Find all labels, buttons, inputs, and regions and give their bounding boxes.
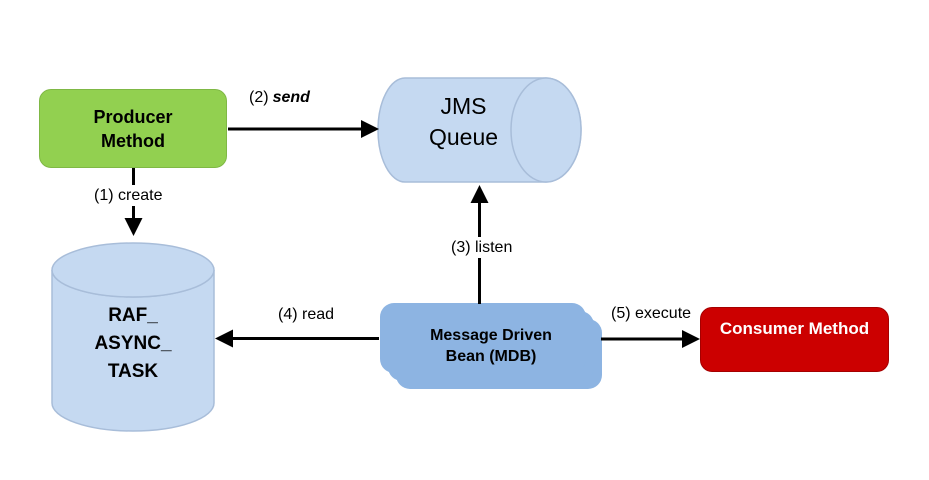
send-edge-label: (2)send (246, 87, 313, 108)
jms-queue-label-line2: Queue (428, 124, 499, 150)
producer-label-line2: Method (101, 130, 165, 151)
mdb-label: Message Driven Bean (MDB) (380, 311, 602, 381)
raf-async-task-cylinder (51, 242, 215, 432)
raf-async-task-label: RAF_ ASYNC_ TASK (50, 302, 216, 386)
send-arrow (228, 120, 379, 138)
jms-queue-end-ellipse (510, 77, 582, 183)
mdb-layer-front (380, 303, 586, 373)
mdb-label-line1: Message Driven (430, 327, 552, 344)
read-arrow (215, 329, 379, 348)
mdb-label-line2: Bean (MDB) (445, 348, 537, 365)
jms-queue-cylinder (377, 77, 582, 183)
producer-method-node: Producer Method (39, 89, 227, 168)
producer-label-line1: Producer (93, 106, 173, 127)
send-edge-label-number: (2) (249, 89, 269, 106)
mdb-node (380, 303, 602, 389)
execute-arrow (601, 330, 700, 348)
read-edge-label: (4) read (275, 304, 338, 325)
create-edge-label: (1) create (91, 185, 166, 206)
raf-cylinder-top-ellipse (51, 242, 215, 298)
consumer-label: Consumer Method (719, 319, 870, 338)
jms-queue-label-line1: JMS (440, 93, 487, 119)
listen-edge-label: (3) listen (448, 237, 516, 258)
jms-queue-label: JMS Queue (376, 82, 551, 162)
consumer-method-node: Consumer Method (700, 307, 889, 372)
execute-edge-label: (5) execute (608, 303, 695, 324)
raf-label-line3: TASK (107, 361, 159, 382)
raf-label-line1: RAF_ (108, 305, 158, 326)
send-edge-label-verb: send (272, 89, 310, 106)
raf-label-line2: ASYNC_ (94, 333, 172, 354)
